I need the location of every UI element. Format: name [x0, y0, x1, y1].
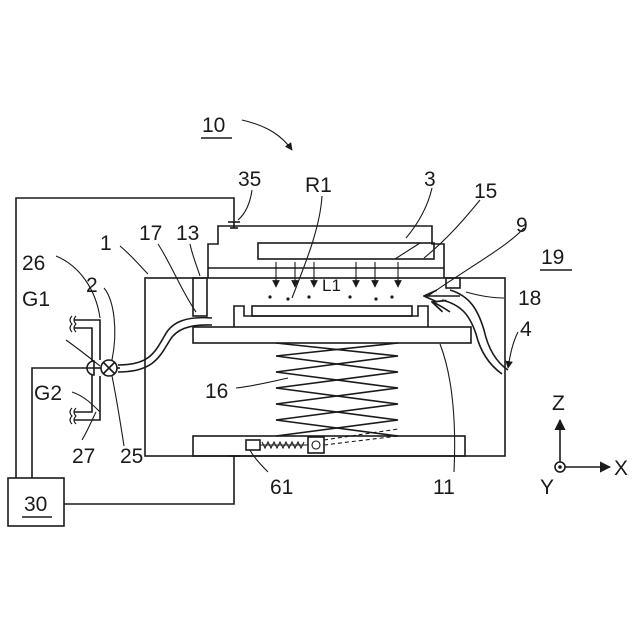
hose-right-inner: [442, 300, 502, 374]
drive-motor: [246, 440, 260, 450]
label-9: 9: [516, 214, 528, 237]
window-hatch: [395, 243, 420, 259]
break-mark-g1: [70, 316, 72, 332]
gas-line-g1-b: [74, 328, 92, 361]
drive-gear-center: [312, 441, 320, 449]
stage-plate: [193, 327, 471, 343]
label-30: 30: [24, 493, 47, 516]
label-27: 27: [72, 445, 95, 468]
label-11: 11: [433, 476, 455, 499]
label-3: 3: [424, 168, 436, 191]
drive-link: [324, 436, 398, 445]
label-1: 1: [100, 232, 112, 255]
base-plate: [193, 436, 465, 456]
hose-left-inner: [118, 325, 212, 372]
label-L1: L1: [322, 276, 341, 295]
label-18: 18: [518, 287, 541, 310]
hose-right: [450, 290, 508, 370]
coordinate-axes: [555, 420, 610, 472]
label-13: 13: [176, 222, 199, 245]
label-G2: G2: [34, 382, 62, 405]
label-R1: R1: [305, 174, 332, 197]
flow-arrow-out: [432, 302, 450, 312]
gas-line-g1: [74, 320, 100, 360]
substrate: [252, 306, 412, 316]
lid-housing: [208, 226, 444, 278]
gas-line-g2: [74, 376, 100, 420]
axis-label-z: Z: [552, 392, 565, 415]
label-4: 4: [520, 318, 532, 341]
label-17: 17: [139, 222, 162, 245]
break-mark-g2: [70, 408, 72, 424]
axis-label-x: X: [614, 457, 628, 480]
label-61: 61: [270, 476, 293, 499]
drive-gear: [308, 437, 324, 453]
label-25: 25: [120, 445, 143, 468]
label-G1: G1: [22, 288, 50, 311]
axis-label-y: Y: [540, 476, 554, 499]
label-2: 2: [86, 274, 98, 297]
label-10: 10: [202, 114, 225, 137]
label-26: 26: [22, 252, 45, 275]
label-35: 35: [238, 168, 261, 191]
particles: [268, 295, 393, 300]
label-16: 16: [205, 380, 228, 403]
label-15: 15: [474, 180, 497, 203]
label-19: 19: [541, 246, 564, 269]
